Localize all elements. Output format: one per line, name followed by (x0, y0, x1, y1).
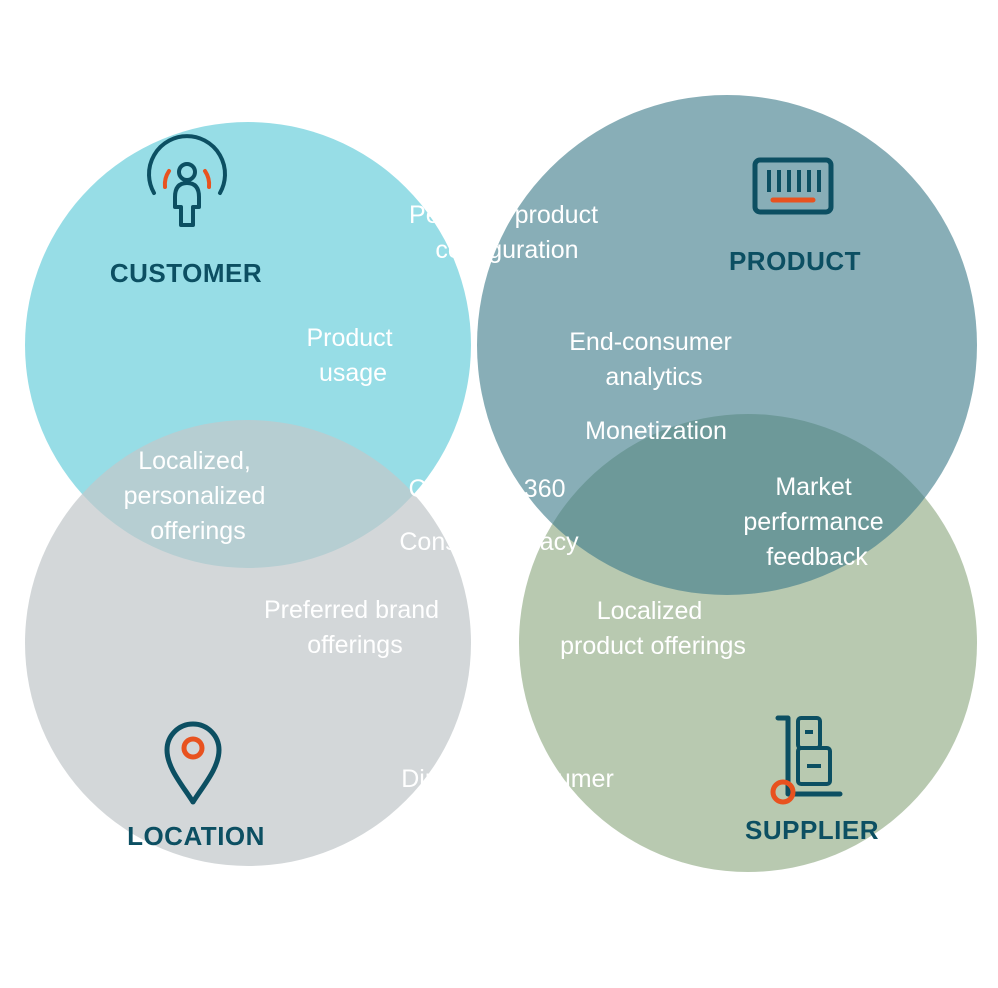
region-customer-360: Customer 360 (408, 475, 565, 503)
region-consent-privacy: Consent/privacy (399, 528, 579, 556)
region-localized-product: Localized product offerings (560, 597, 746, 660)
region-product-usage: Product usage (306, 324, 399, 387)
region-direct-to-consumer: Direct-to-consumer logistics (401, 765, 621, 828)
region-market-performance: Market performance feedback (743, 473, 890, 571)
customer-label: CUSTOMER (110, 258, 262, 288)
region-personal-config: Personal product configuration (409, 201, 605, 264)
product-label: PRODUCT (729, 246, 861, 276)
region-product-survey: Product survey results (421, 104, 595, 167)
location-label: LOCATION (127, 821, 265, 851)
location-circle (25, 420, 471, 866)
barcode-icon (752, 157, 834, 215)
map-pin-icon (164, 721, 222, 805)
region-end-consumer-analytics: End-consumer analytics (569, 328, 739, 391)
region-preferred-brand: Preferred brand offerings (264, 596, 446, 659)
person-broadcast-icon (147, 134, 227, 227)
region-monetization: Monetization (585, 417, 727, 445)
region-localized-personalized: Localized, personalized offerings (124, 447, 273, 545)
hand-truck-icon (770, 715, 843, 805)
product-circle (477, 95, 977, 595)
supplier-label: SUPPLIER (745, 815, 879, 845)
